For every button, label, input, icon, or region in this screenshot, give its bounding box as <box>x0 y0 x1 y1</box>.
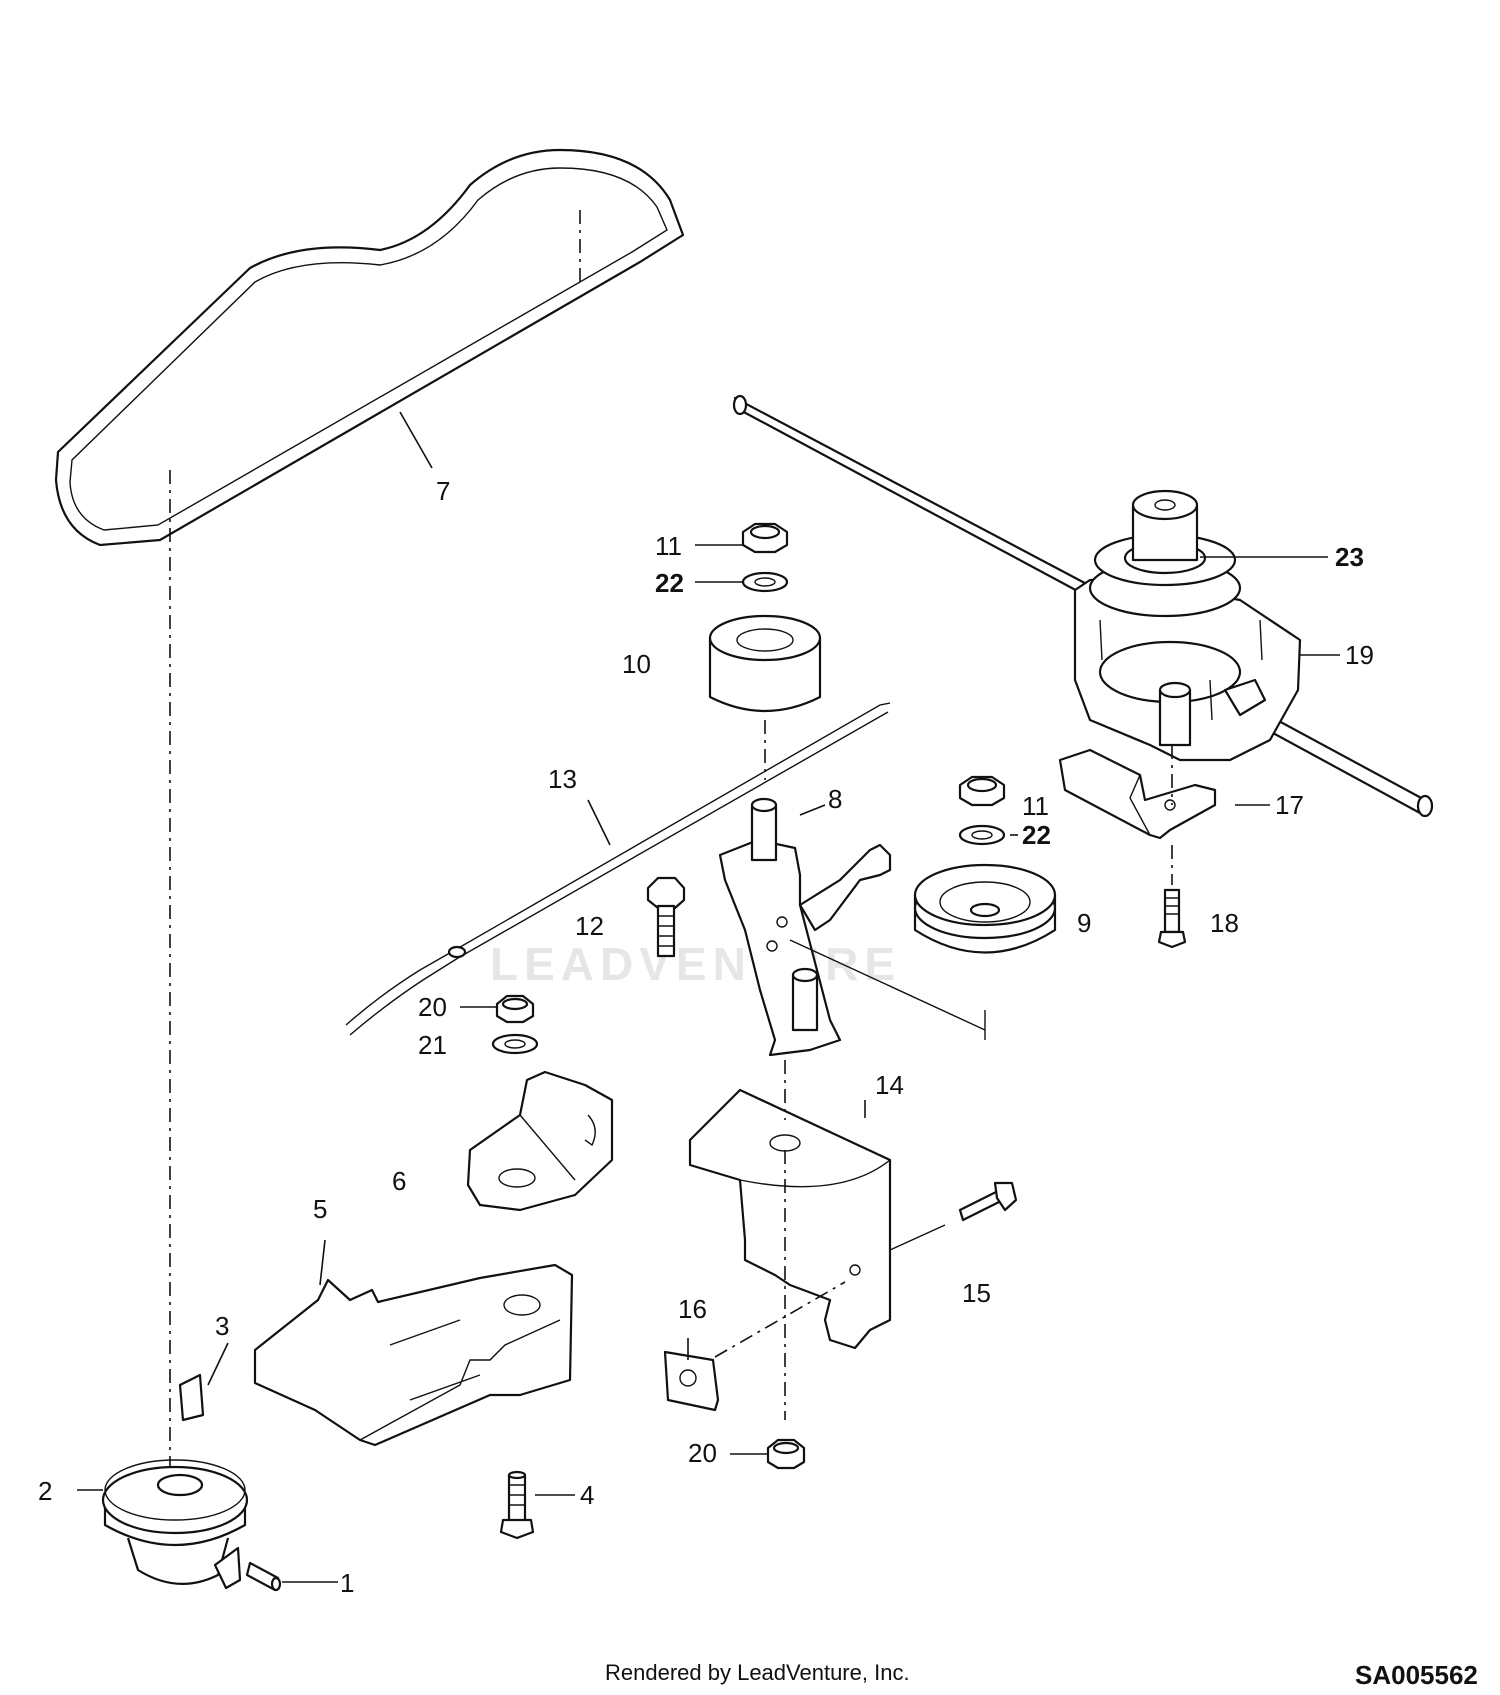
callout-8: 8 <box>828 784 842 814</box>
callout-22-top: 22 <box>655 568 684 598</box>
bracket-6 <box>466 1070 614 1212</box>
callout-20-bottom: 20 <box>688 1438 717 1468</box>
spacer-10 <box>708 614 822 780</box>
callout-11-top: 11 <box>655 531 682 561</box>
callout-17: 17 <box>1275 790 1304 820</box>
callout-19: 19 <box>1345 640 1374 670</box>
key-3 <box>178 1373 205 1422</box>
leader-lines <box>77 411 1340 1583</box>
bolt-18 <box>1157 845 1187 949</box>
cable-13 <box>345 702 891 1036</box>
callout-11-right: 11 <box>1022 791 1049 821</box>
callout-10: 10 <box>622 649 651 679</box>
washer-22-right <box>958 824 1006 846</box>
engine-pulley-2 <box>101 1459 249 1590</box>
callout-22-right: 22 <box>1022 820 1051 850</box>
clip-16 <box>663 1281 846 1412</box>
idler-pulley-9 <box>913 863 1057 954</box>
shield-5 <box>253 1263 574 1447</box>
callout-6: 6 <box>392 1166 406 1196</box>
callout-16: 16 <box>678 1294 707 1324</box>
callout-21: 21 <box>418 1030 447 1060</box>
callout-4: 4 <box>580 1480 594 1510</box>
bolt-12 <box>646 876 686 958</box>
callout-12: 12 <box>575 911 604 941</box>
nut-20-bottom <box>766 1438 806 1470</box>
callout-1: 1 <box>340 1568 354 1598</box>
callout-14: 14 <box>875 1070 904 1100</box>
callout-13: 13 <box>548 764 577 794</box>
transaxle-assembly <box>732 394 1434 818</box>
set-screw-1 <box>245 1561 282 1592</box>
diagram-code: SA005562 <box>1355 1660 1478 1690</box>
nut-20-left <box>495 994 535 1024</box>
rendered-by-text: Rendered by LeadVenture, Inc. <box>605 1660 910 1685</box>
callout-20-left: 20 <box>418 992 447 1022</box>
callout-3: 3 <box>215 1311 229 1341</box>
callout-9: 9 <box>1077 908 1091 938</box>
bolt-4 <box>499 1470 535 1540</box>
bracket-14 <box>688 1060 946 1420</box>
bolt-15 <box>958 1181 1018 1222</box>
callout-2: 2 <box>38 1476 52 1506</box>
callout-18: 18 <box>1210 908 1239 938</box>
transaxle-bracket <box>1058 745 1217 840</box>
washer-21 <box>491 1033 539 1055</box>
watermark-text: LEADVENTURE <box>490 938 901 990</box>
callout-23: 23 <box>1335 542 1364 572</box>
nut-11-top <box>741 522 789 554</box>
callout-7: 7 <box>436 476 450 506</box>
callout-labels: 7 11 22 10 23 19 13 8 11 22 17 12 9 18 2… <box>38 476 1374 1598</box>
idler-arm-8 <box>718 797 986 1057</box>
callout-5: 5 <box>313 1194 327 1224</box>
drive-belt <box>54 148 685 547</box>
callout-15: 15 <box>962 1278 991 1308</box>
washer-22-top <box>741 571 789 593</box>
nut-11-right <box>958 775 1006 807</box>
